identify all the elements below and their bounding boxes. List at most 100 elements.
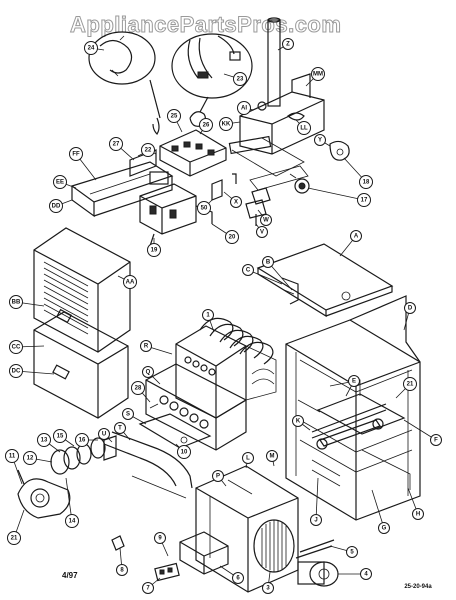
callout-circle — [242, 264, 254, 276]
callout-13: 13 — [37, 433, 61, 453]
callout-DD: DD — [49, 199, 73, 213]
upper-door-panel — [33, 227, 131, 353]
callout-J: J — [310, 477, 322, 526]
blower-motor — [295, 539, 339, 587]
callout-text: F — [434, 438, 438, 444]
callout-text: 21 — [407, 382, 414, 388]
callout-circle — [297, 121, 311, 135]
callout-DC: DC — [9, 364, 55, 378]
callout-text: KK — [222, 122, 231, 128]
callout-circle — [177, 445, 191, 459]
callout-circle — [9, 340, 23, 354]
callout-F: F — [403, 419, 442, 446]
callout-23: 23 — [223, 72, 247, 86]
callout-text: 1 — [206, 313, 210, 319]
callout-text: C — [246, 268, 251, 274]
callout-25: 25 — [167, 109, 183, 133]
callout-text: 16 — [79, 438, 86, 444]
callout-KK: KK — [219, 117, 241, 131]
callout-text: 22 — [145, 148, 152, 154]
callout-Q: Q — [142, 366, 161, 385]
callout-text: Z — [286, 42, 290, 48]
callout-text: DC — [12, 369, 21, 375]
leader-line — [65, 477, 73, 522]
leader-line — [267, 261, 293, 291]
callout-circle — [346, 546, 358, 558]
callout-text: 20 — [229, 235, 236, 241]
callout-circle — [350, 230, 362, 242]
small-parts — [211, 165, 309, 226]
bracket-C — [281, 277, 299, 305]
callout-Z: Z — [277, 38, 294, 51]
callout-circle — [75, 433, 89, 447]
callout-text: 25 — [171, 114, 178, 120]
drawing-number: 25-20-94a — [404, 584, 432, 590]
callout-CC: CC — [9, 340, 45, 354]
callout-circle — [230, 196, 242, 208]
callout-text: 28 — [135, 386, 142, 392]
callout-1: 1 — [202, 309, 215, 333]
callout-text: 24 — [88, 46, 95, 52]
callout-circle — [109, 137, 123, 151]
callout-20: 20 — [211, 223, 239, 244]
callout-circle — [142, 366, 154, 378]
callout-E: E — [345, 375, 360, 397]
callout-X: X — [223, 191, 242, 208]
callout-circle — [122, 408, 134, 420]
callout-Y: Y — [314, 134, 331, 147]
manifold-S — [138, 413, 212, 449]
callout-circle — [212, 470, 224, 482]
callout-K: K — [292, 415, 311, 431]
callout-text: B — [266, 260, 271, 266]
callout-text: 10 — [181, 450, 188, 456]
tubing-T-U — [103, 431, 193, 499]
callout-24: 24 — [84, 41, 105, 55]
callout-circle — [98, 428, 110, 440]
callout-circle — [69, 147, 83, 161]
callout-circle — [140, 340, 152, 352]
callout-U: U — [98, 428, 113, 443]
callout-text: T — [118, 426, 122, 432]
callout-circle — [37, 433, 51, 447]
callout-circle — [154, 532, 166, 544]
callout-text: 15 — [57, 434, 64, 440]
callout-3: 3 — [262, 571, 274, 594]
callout-labels: 24Z23MMAIKKLL25262722FFEEDDY1817XWV50192… — [5, 38, 442, 594]
callout-circle — [53, 429, 67, 443]
callout-18: 18 — [343, 157, 373, 189]
callout-text: M — [270, 454, 275, 460]
callout-circle — [114, 422, 126, 434]
callout-R: R — [140, 340, 173, 355]
callout-P: P — [212, 470, 227, 487]
callout-G: G — [371, 489, 390, 534]
callout-9: 9 — [154, 532, 169, 557]
vent-pipe-Z — [267, 17, 281, 107]
callout-L: L — [242, 452, 254, 469]
callout-text: 14 — [69, 519, 76, 525]
callout-text: DD — [52, 204, 61, 210]
callout-text: 27 — [113, 142, 120, 148]
callout-V: V — [255, 223, 268, 238]
leader-line — [307, 187, 365, 201]
callout-text: 5 — [350, 550, 354, 556]
callout-8: 8 — [116, 547, 128, 576]
control-box-6-7 — [111, 531, 229, 582]
callout-circle — [314, 134, 326, 146]
callout-W: W — [257, 209, 272, 226]
callout-text: K — [296, 419, 301, 425]
callout-6: 6 — [219, 565, 244, 584]
callout-text: Q — [146, 370, 151, 376]
blower-assembly — [195, 465, 299, 593]
burner-box-Q — [145, 363, 247, 451]
callout-BB: BB — [9, 295, 45, 309]
callout-text: 12 — [27, 456, 34, 462]
callout-MM: MM — [305, 67, 325, 87]
callout-text: 13 — [41, 438, 48, 444]
callout-circle — [53, 175, 67, 189]
callout-circle — [360, 568, 372, 580]
callout-circle — [199, 118, 213, 132]
callout-text: P — [216, 474, 220, 480]
heat-exchanger — [175, 317, 277, 419]
callout-text: 26 — [203, 123, 210, 129]
callout-26: 26 — [199, 118, 213, 135]
